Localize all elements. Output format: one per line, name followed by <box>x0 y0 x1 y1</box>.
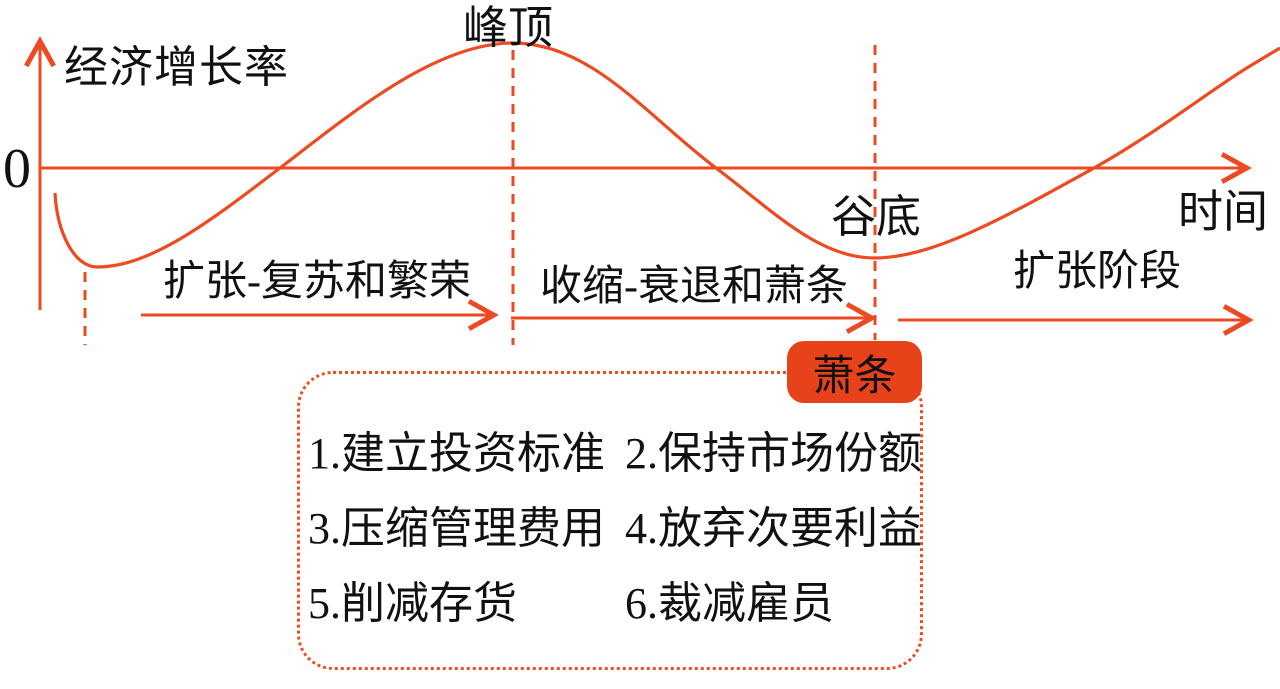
depression-badge-label: 萧条 <box>812 353 897 400</box>
x-axis-label: 时间 <box>1178 187 1269 237</box>
origin-zero-label: 0 <box>3 138 31 200</box>
strategy-item-1: 1.建立投资标准 <box>308 429 605 478</box>
strategy-item-4: 4.放弃次要利益 <box>625 504 922 553</box>
y-axis-label: 经济增长率 <box>64 43 289 92</box>
growth-curve <box>53 41 1280 269</box>
strategy-item-3: 3.压缩管理费用 <box>308 504 605 553</box>
phase-label-expansion: 扩张-复苏和繁荣 <box>163 259 471 305</box>
depression-strategy-box <box>297 371 923 670</box>
strategy-item-6: 6.裁减雇员 <box>625 579 834 628</box>
depression-badge: 萧条 <box>787 341 922 403</box>
phase-label-contraction: 收缩-衰退和萧条 <box>540 264 848 310</box>
strategy-item-5: 5.削减存货 <box>308 579 517 628</box>
phase-label-expansion-2: 扩张阶段 <box>1013 249 1182 295</box>
strategy-item-2: 2.保持市场份额 <box>625 429 922 478</box>
peak-label: 峰顶 <box>463 3 554 53</box>
trough-label: 谷底 <box>831 192 922 242</box>
